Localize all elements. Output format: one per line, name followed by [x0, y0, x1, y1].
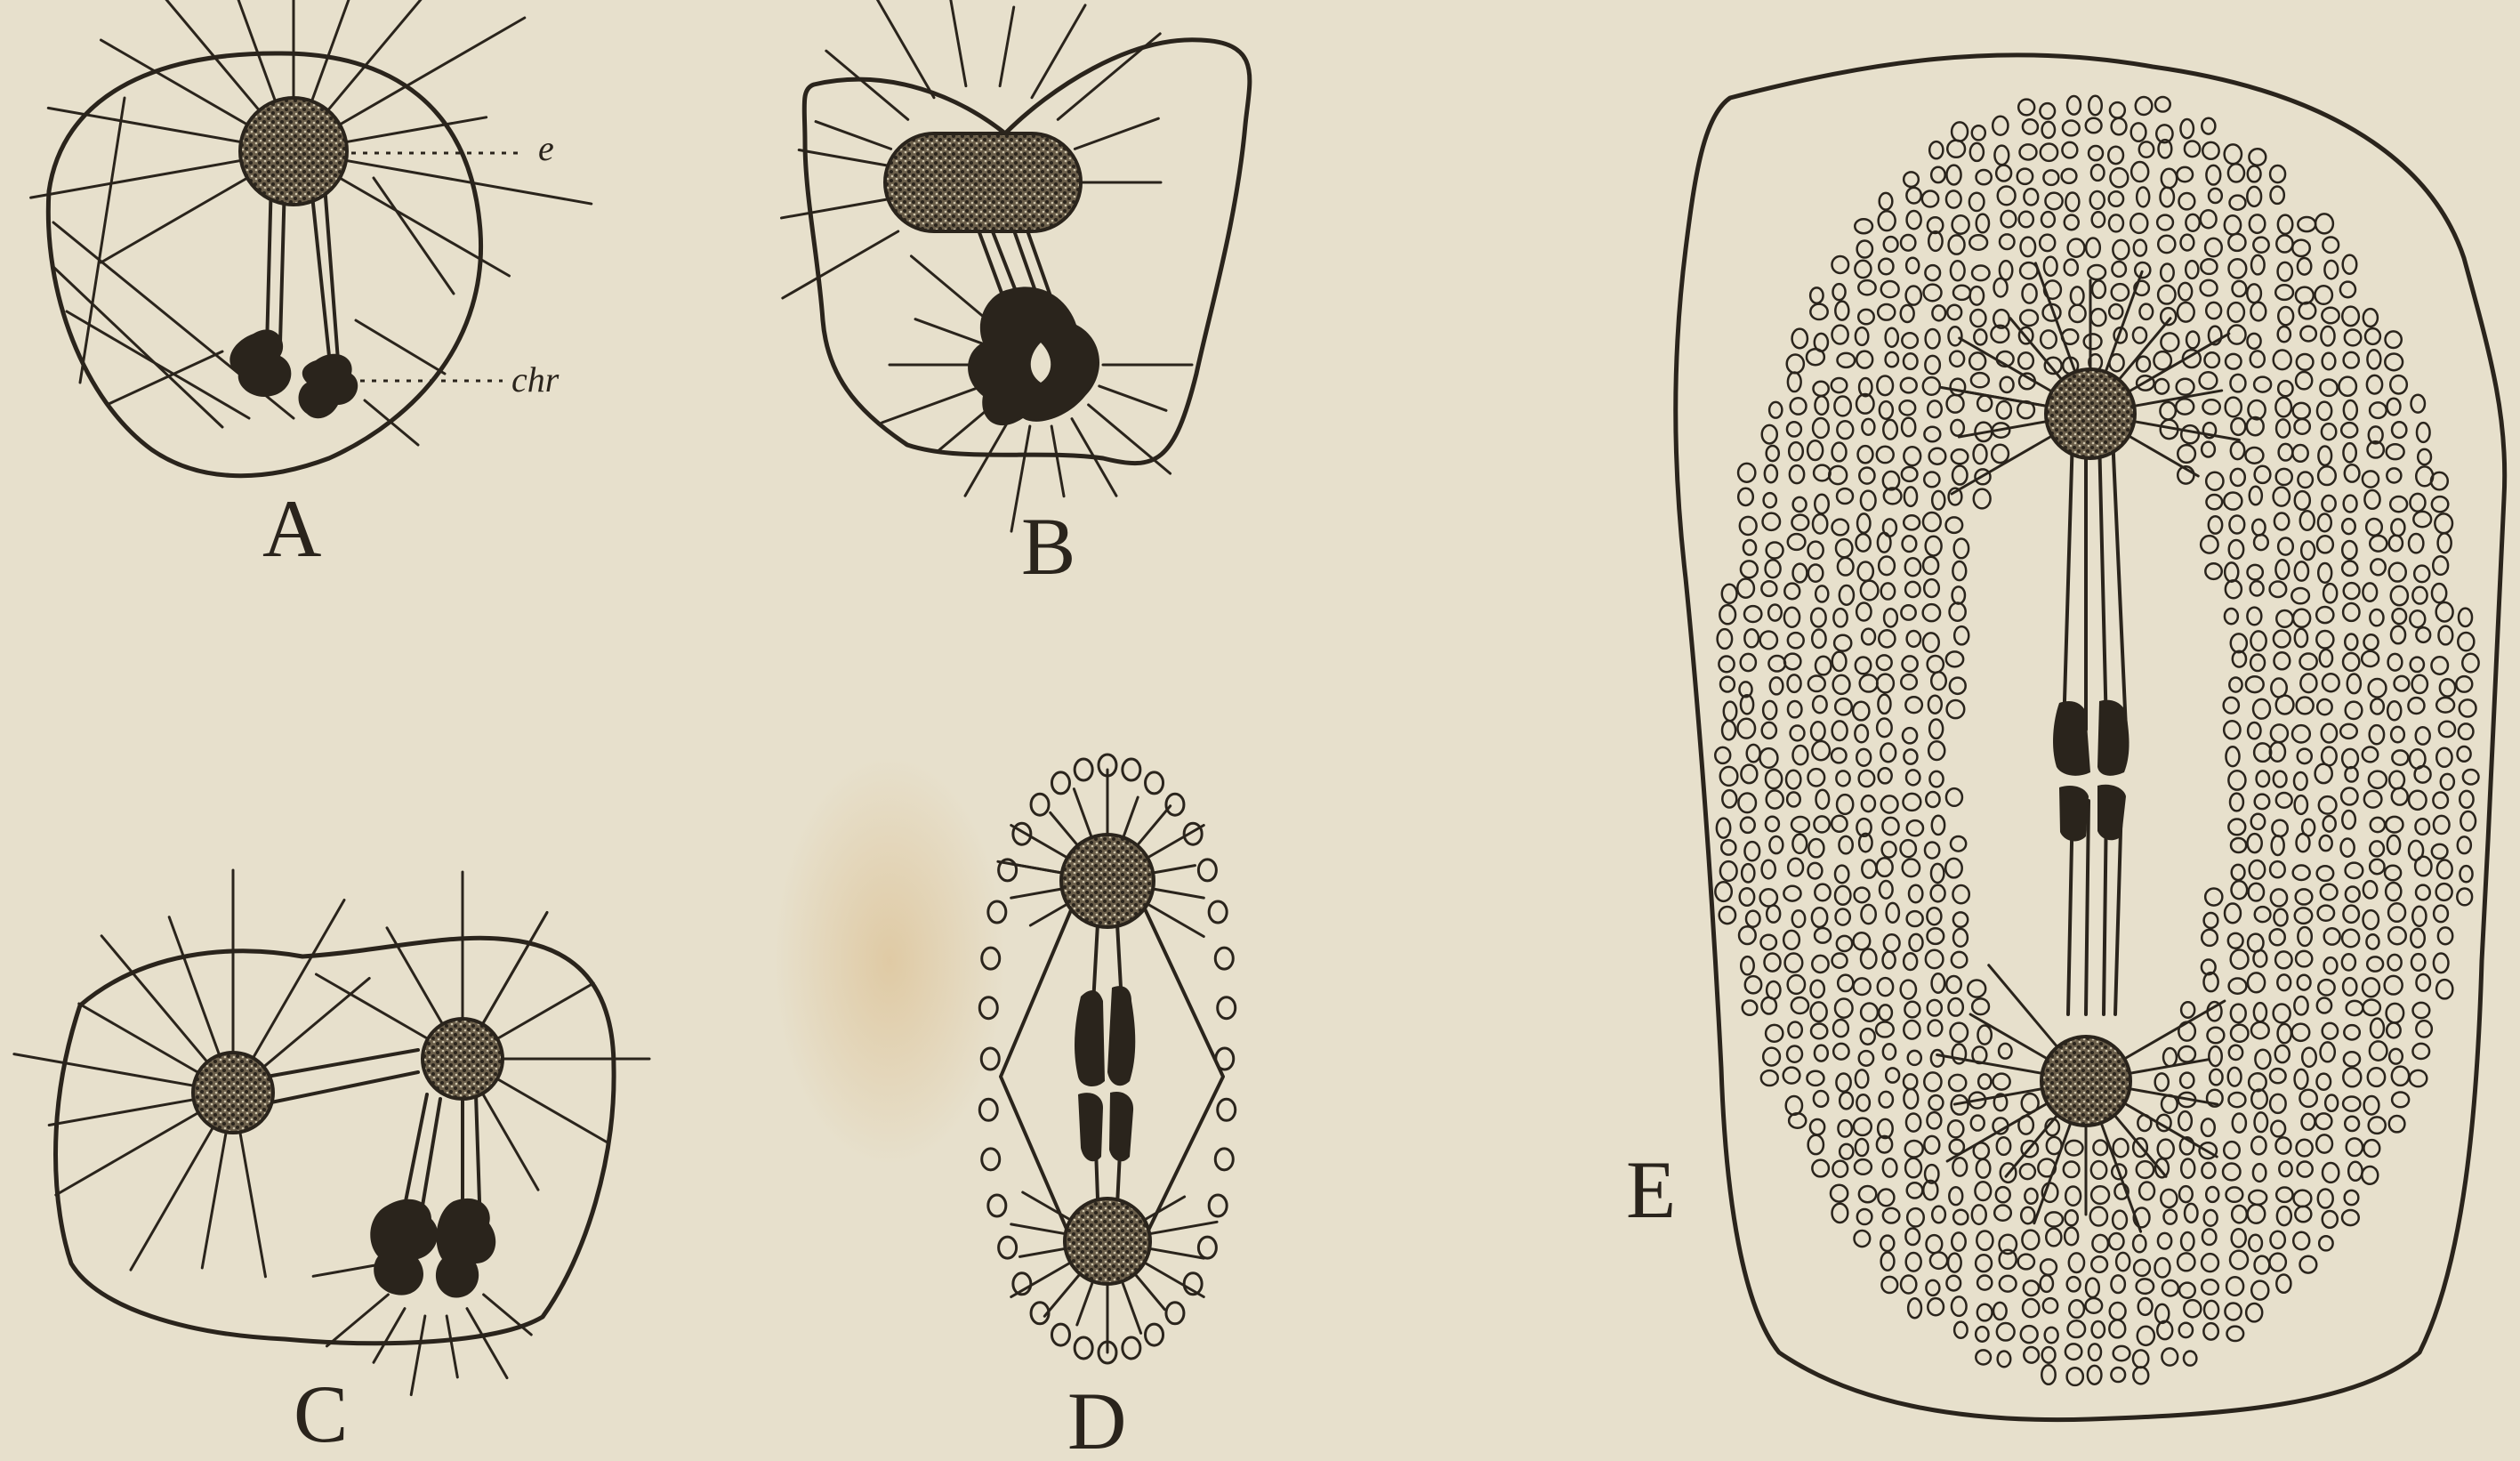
panel-label-a: A: [262, 483, 321, 574]
panel-label-c: C: [294, 1368, 348, 1459]
paper-stain: [774, 756, 1005, 1166]
annotation-chr: chr: [511, 359, 560, 400]
panel-label-e: E: [1626, 1144, 1676, 1235]
panel-e-figure: [1676, 55, 2505, 1420]
panel-label-b: B: [1021, 501, 1075, 592]
panel-b-figure: [781, 0, 1249, 531]
panel-a-figure: [31, 0, 592, 476]
annotation-e: e: [538, 128, 554, 168]
panel-c-figure: [14, 870, 649, 1395]
panel-d-figure: [979, 755, 1235, 1363]
panel-label-d: D: [1067, 1376, 1126, 1461]
